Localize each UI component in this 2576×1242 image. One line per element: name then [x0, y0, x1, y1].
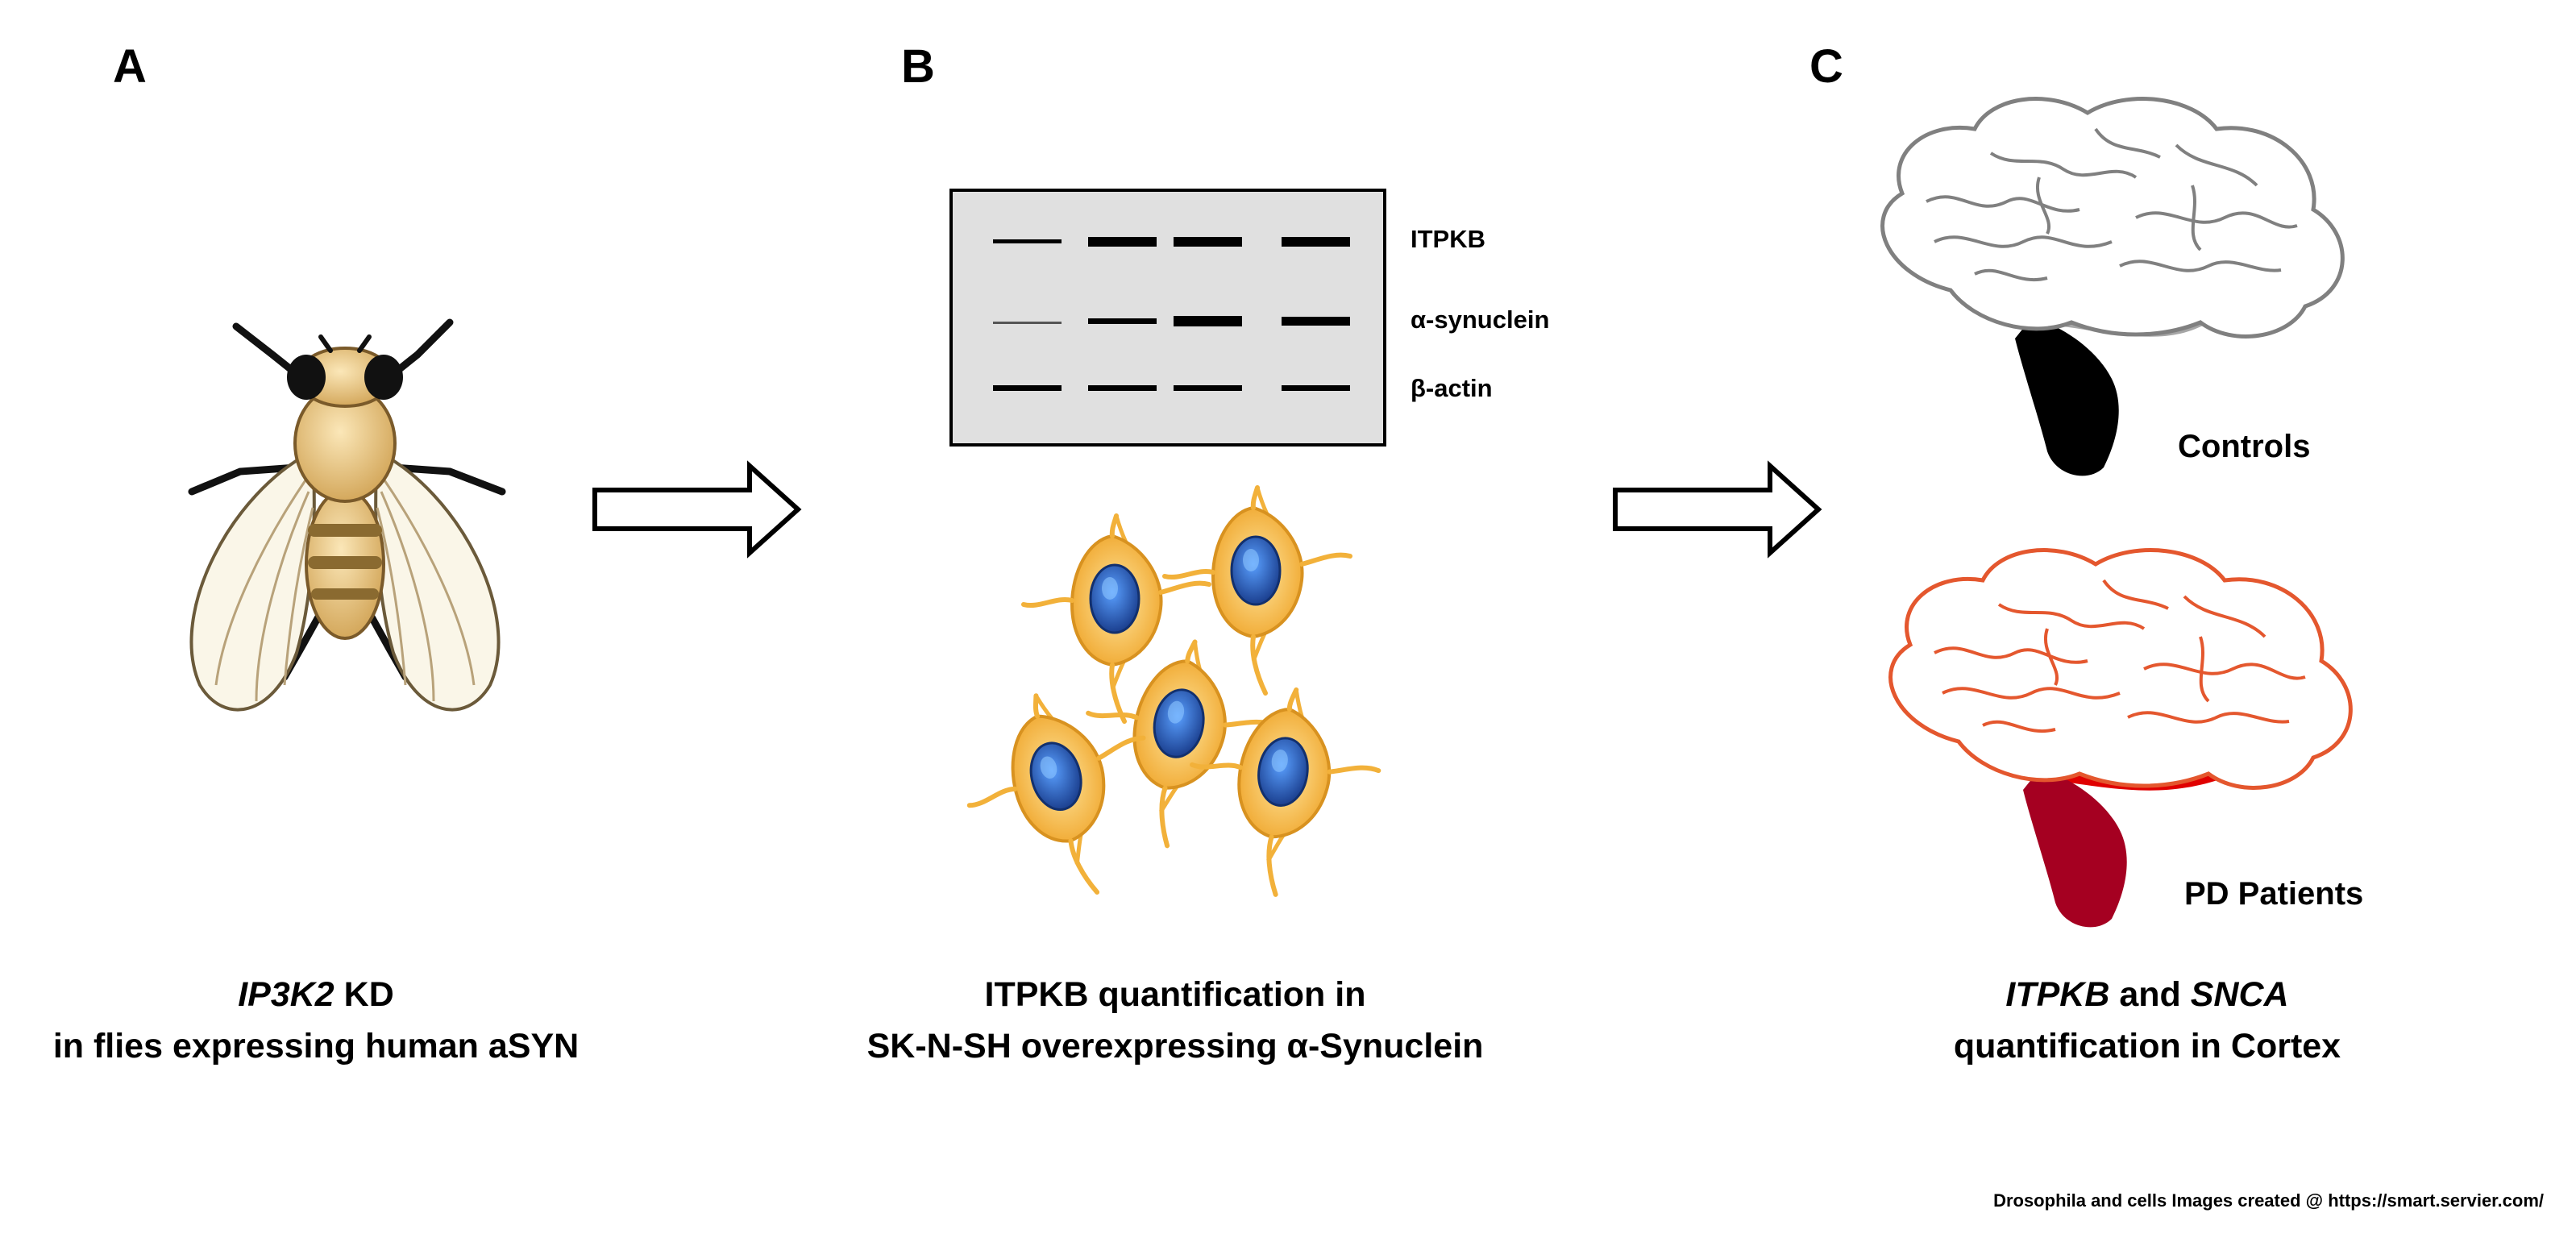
- caption-segment: KD: [334, 975, 394, 1014]
- right-arrow-icon: [1613, 460, 1822, 559]
- blot-band: [1282, 237, 1350, 247]
- caption-segment: SK-N-SH overexpressing: [867, 1027, 1287, 1065]
- caption-b-line2: SK-N-SH overexpressing α-Synuclein: [867, 1027, 1484, 1065]
- right-arrow-icon: [592, 460, 802, 559]
- brain-icon: [1880, 97, 2345, 476]
- brain-label-controls: Controls: [2178, 429, 2310, 464]
- blot-band: [1088, 318, 1157, 324]
- image-credit: Drosophila and cells Images created @ ht…: [1993, 1190, 2544, 1211]
- blot-label-beta-actin: β-actin: [1411, 374, 1493, 402]
- caption-segment: ITPKB quantification in: [985, 975, 1366, 1014]
- caption-a-line2: in flies expressing human aSYN: [53, 1027, 579, 1065]
- caption-c-line2: quantification in Cortex: [1954, 1027, 2341, 1065]
- caption-b-line1: ITPKB quantification in: [985, 975, 1366, 1014]
- blot-band: [993, 239, 1062, 243]
- caption-c-line1: ITPKB and SNCA: [2005, 975, 2288, 1014]
- blot-band: [993, 385, 1062, 391]
- caption-segment: α: [1287, 1027, 1308, 1065]
- caption-segment: and: [2109, 975, 2190, 1014]
- drosophila-fly-icon: [188, 318, 506, 712]
- panel-label-c: C: [1809, 40, 1843, 93]
- blot-band: [1282, 385, 1350, 391]
- caption-segment: ITPKB: [2005, 975, 2109, 1014]
- western-blot-icon: [949, 189, 1386, 447]
- caption-segment: IP3K2: [238, 975, 334, 1014]
- blot-band: [1088, 237, 1157, 247]
- blot-label-itpkb: ITPKB: [1411, 225, 1485, 253]
- caption-segment: -Synuclein: [1308, 1027, 1483, 1065]
- caption-a-line1: IP3K2 KD: [238, 975, 394, 1014]
- caption-segment: in flies expressing human aSYN: [53, 1027, 579, 1065]
- brain-label-pd-patients: PD Patients: [2184, 876, 2363, 912]
- blot-band: [993, 322, 1062, 324]
- blot-band: [1174, 316, 1242, 326]
- blot-band: [1174, 237, 1242, 247]
- caption-segment: quantification in Cortex: [1954, 1027, 2341, 1065]
- caption-segment: SNCA: [2191, 975, 2289, 1014]
- panel-label-b: B: [901, 40, 935, 93]
- panel-label-a: A: [113, 40, 147, 93]
- blot-label-alpha-synuclein: α-synuclein: [1411, 305, 1549, 334]
- blot-band: [1282, 317, 1350, 326]
- blot-band: [1174, 385, 1242, 391]
- brain-icon: [1888, 548, 2353, 928]
- neuron-cells: [946, 488, 1388, 918]
- blot-band: [1088, 385, 1157, 391]
